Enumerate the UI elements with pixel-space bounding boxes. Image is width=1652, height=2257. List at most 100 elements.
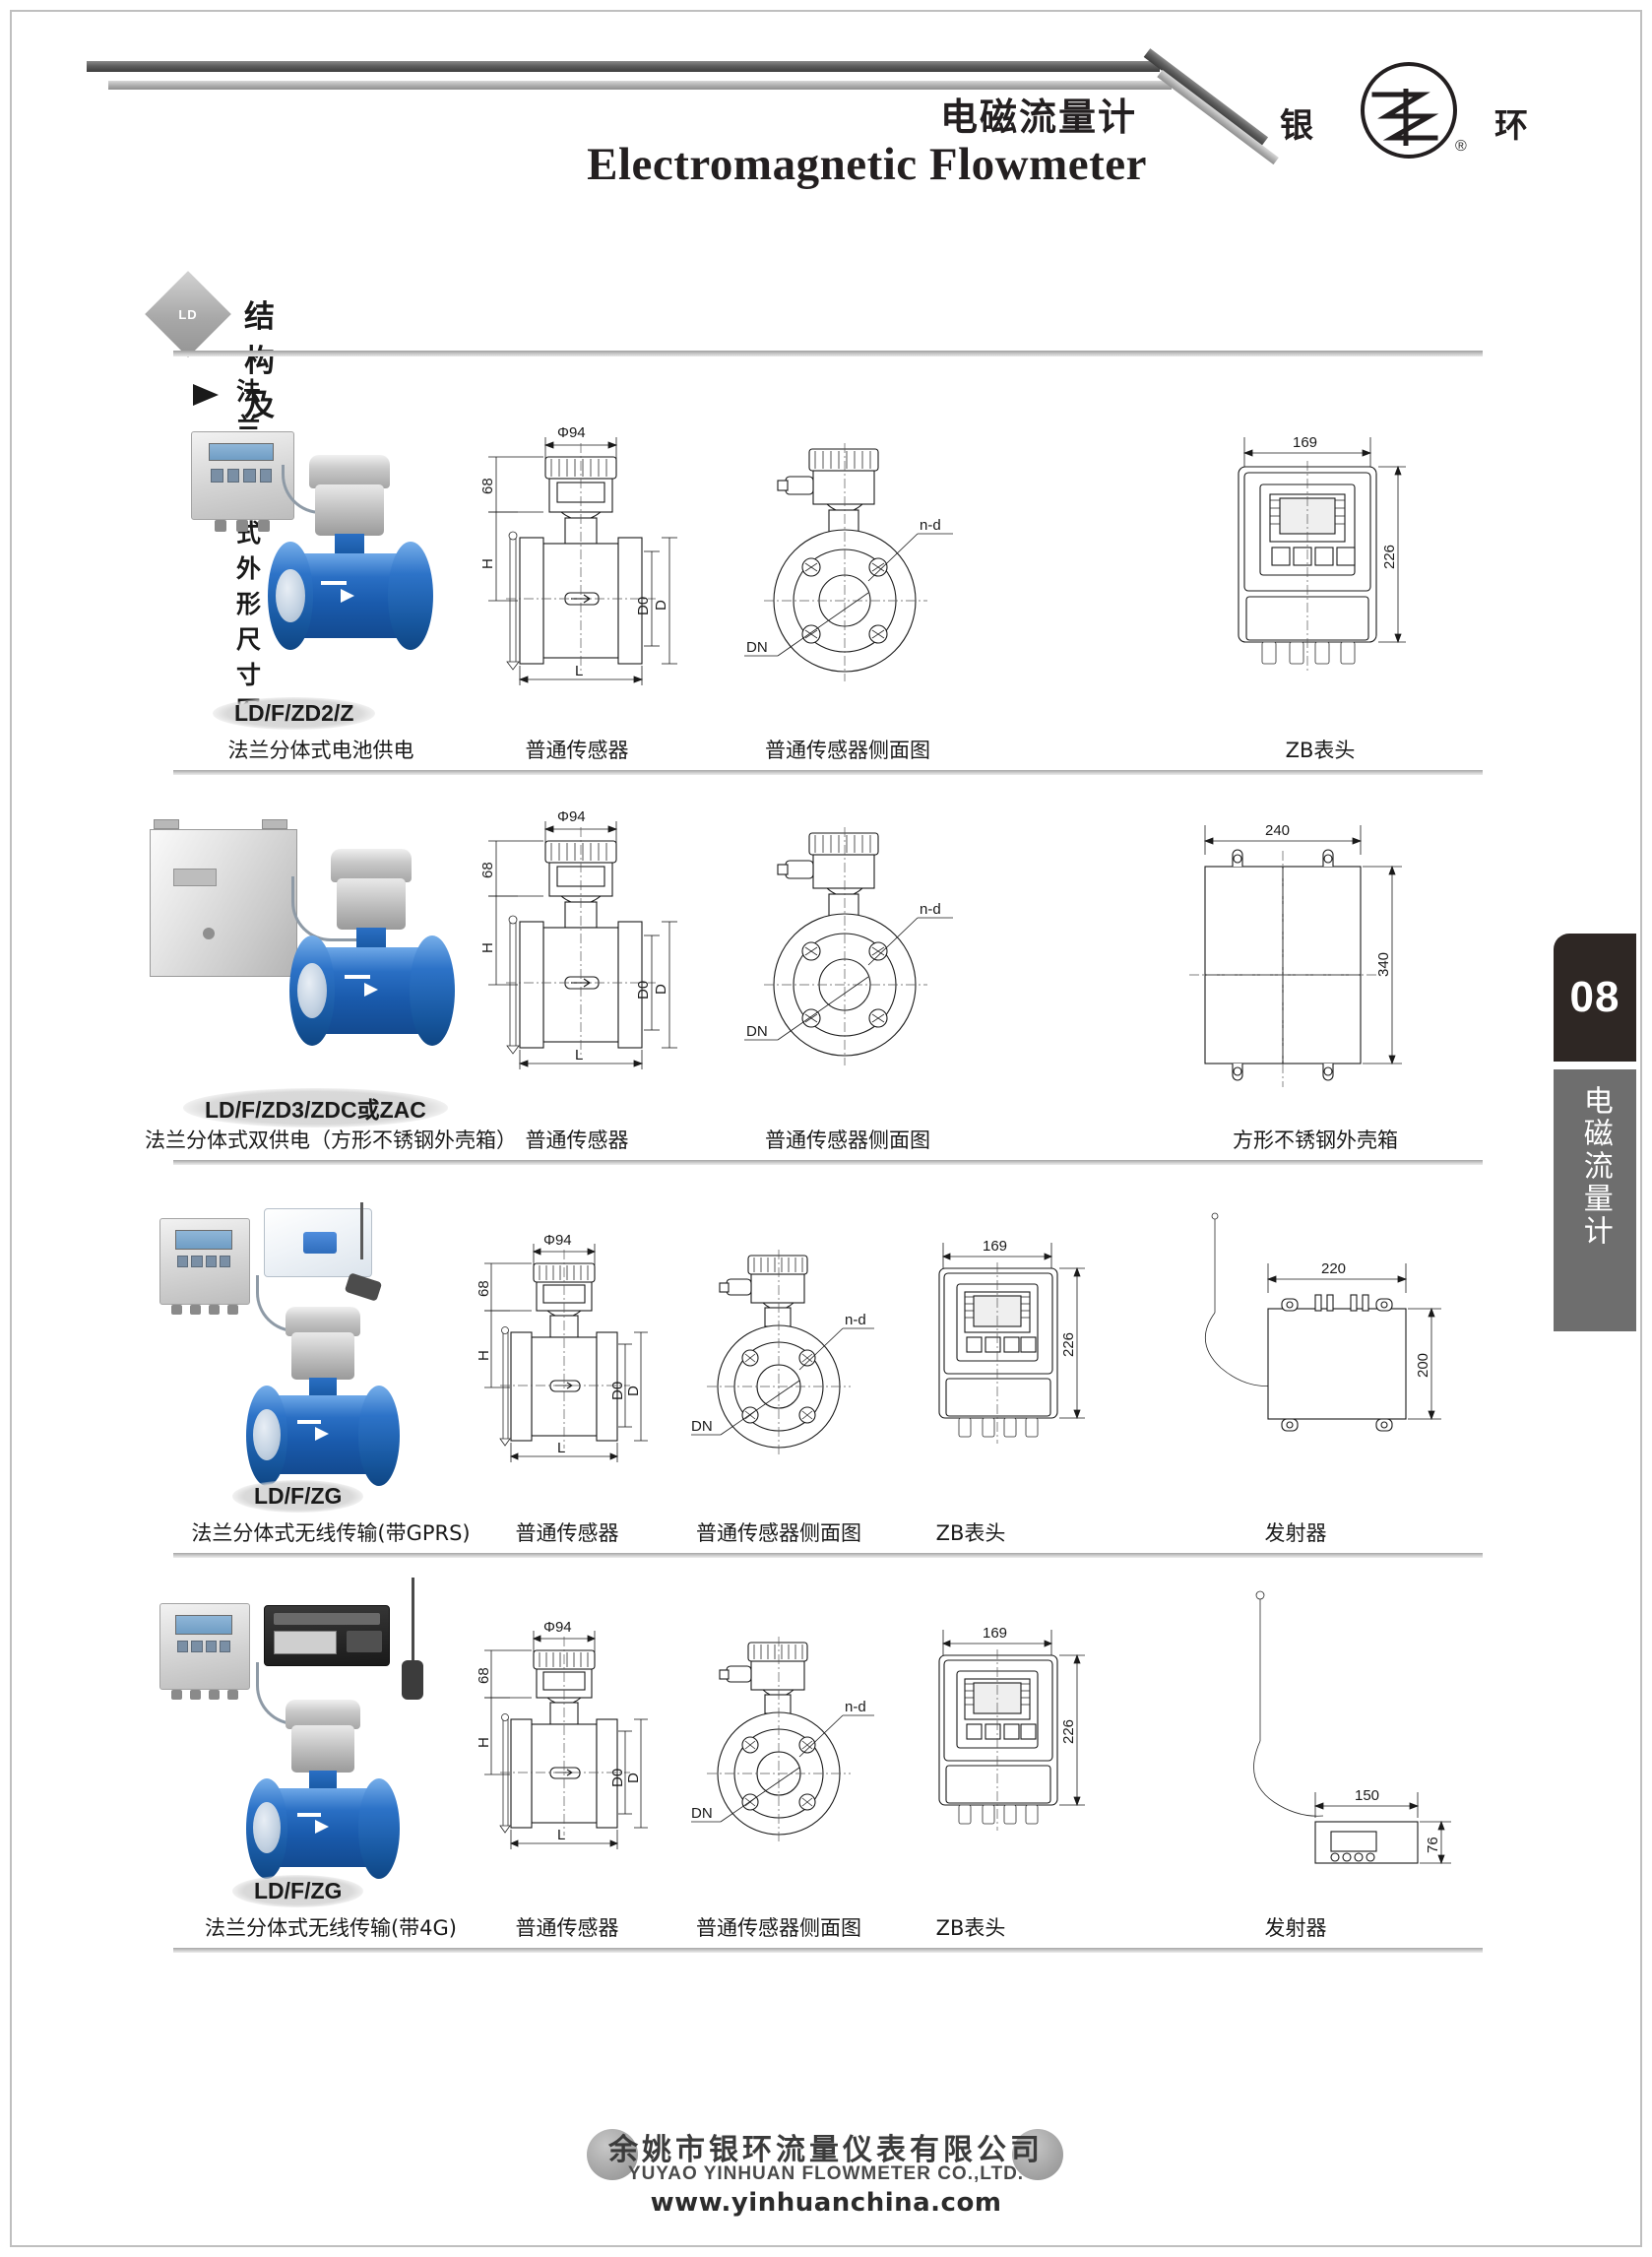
row2-caption-box: 方形不锈钢外壳箱 (1233, 1128, 1398, 1152)
dim-head-width-4: 169 (983, 1625, 1007, 1642)
antenna-base-4 (402, 1660, 423, 1700)
zb-head-drawing-3: 169 (902, 1231, 1113, 1472)
product-row-1: Φ94 68 H (173, 423, 1483, 778)
stainless-box-drawing: 240 (1168, 807, 1453, 1103)
flange-bore-left (276, 569, 305, 622)
row1-caption-side: 普通传感器侧面图 (765, 739, 930, 762)
sensor-side-drawing-4: n-d DN (675, 1613, 892, 1869)
product-row-3: Φ94 68 H (159, 1196, 1483, 1558)
flow-arrow-shaft (321, 581, 347, 585)
flow-arrow-shaft-4 (297, 1813, 321, 1817)
dim-side-DN-2: DN (746, 1023, 768, 1040)
enclosure-display (209, 443, 274, 461)
antenna-rod-4 (412, 1578, 414, 1662)
fourg-transmitter-panel (347, 1631, 382, 1652)
dim-sensor-L-2: L (575, 1047, 583, 1064)
dim-sensor-D-2: D (653, 984, 669, 995)
controller-buttons-4 (177, 1641, 230, 1652)
header-rule-dark (87, 61, 1160, 72)
row2-caption-side: 普通传感器侧面图 (765, 1128, 930, 1152)
fourg-transmitter-label (274, 1613, 380, 1625)
sensor-front-drawing-3: Φ94 68 H (459, 1226, 666, 1482)
fourg-transmitter-drawing: 150 76 (1177, 1583, 1463, 1869)
row2-model-label: LD/F/ZD3/ZDC或ZAC (183, 1088, 448, 1128)
controller-glands-4 (165, 1690, 244, 1700)
sensor-side-drawing-2: n-d DN (725, 798, 971, 1083)
dim-side-DN-4: DN (691, 1805, 713, 1822)
brand-logo: 银 ® 环 (1280, 47, 1575, 165)
dim-sensor-H-3: H (476, 1350, 492, 1361)
dim-head-height-3: 226 (1060, 1332, 1077, 1357)
flow-arrow-shaft-3 (297, 1420, 321, 1424)
footer-ornament-left (587, 2129, 638, 2180)
sensor-front-drawing-1: Φ94 68 H (459, 414, 695, 699)
flange-right-3 (358, 1386, 400, 1486)
row4-caption-head: ZB表头 (935, 1916, 1006, 1940)
dim-side-nd-2: n-d (920, 901, 941, 918)
side-category-tab: 电磁流量计 (1554, 1069, 1636, 1331)
flow-direction-arrow (341, 589, 354, 603)
dim-head-height-4: 226 (1060, 1719, 1077, 1744)
converter-head-top-3 (286, 1307, 360, 1336)
fourg-transmitter-display (274, 1631, 337, 1654)
flange-right (388, 542, 433, 650)
controller-glands-3 (165, 1305, 244, 1315)
converter-head-body-4 (291, 1725, 354, 1773)
page-number-tab: 08 (1554, 934, 1636, 1062)
row2-caption-sensor: 普通传感器 (525, 1128, 629, 1152)
converter-head-body-2 (337, 878, 406, 930)
dim-sensor-D: D (653, 600, 669, 611)
header-title-cn: 电磁流量计 (939, 96, 1137, 139)
gprs-transmitter-badge (303, 1232, 337, 1254)
dim-side-nd-3: n-d (845, 1312, 866, 1328)
dim-side-DN-3: DN (691, 1418, 713, 1435)
dim-side-nd-4: n-d (845, 1699, 866, 1715)
dim-sensor-D-4: D (625, 1773, 642, 1783)
converter-head-top-2 (331, 849, 412, 882)
product-photo-1 (173, 423, 439, 689)
dim-sensor-D0-3: D0 (609, 1382, 626, 1400)
row4-caption-side: 普通传感器侧面图 (696, 1916, 861, 1940)
row1-divider (173, 770, 1483, 775)
footer-website[interactable]: www.yinhuanchina.com (650, 2188, 1002, 2218)
footer-company-cn: 余姚市银环流量仪表有限公司 (608, 2133, 1044, 2167)
row3-caption-transmitter: 发射器 (1264, 1521, 1327, 1545)
dim-box-width: 240 (1265, 822, 1290, 839)
stainless-box (150, 829, 297, 977)
controller-display-4 (175, 1615, 232, 1635)
converter-head-top-4 (286, 1700, 360, 1729)
dim-transmitter-width-4: 150 (1355, 1787, 1379, 1804)
ld-badge-label: LD (178, 306, 198, 322)
product-photo-2 (144, 807, 455, 1083)
dim-sensor-H: H (479, 558, 496, 569)
row4-caption-transmitter: 发射器 (1264, 1916, 1327, 1940)
footer-ornament-right (1012, 2129, 1063, 2180)
row3-model-label: LD/F/ZG (232, 1480, 364, 1513)
signal-cable-4 (256, 1662, 313, 1725)
converter-head-top (309, 455, 390, 488)
row1-model-label: LD/F/ZD2/Z (213, 697, 376, 730)
gprs-transmitter-drawing: 220 (1158, 1206, 1453, 1472)
row3-caption-head: ZB表头 (935, 1521, 1006, 1545)
row1-caption-head: ZB表头 (1285, 739, 1356, 762)
sensor-side-drawing-3: n-d DN (675, 1226, 892, 1482)
stainless-box-plate (173, 869, 217, 886)
dim-sensor-D0: D0 (635, 597, 652, 615)
page-number-text: 08 (1569, 973, 1620, 1021)
registered-mark: ® (1455, 138, 1467, 155)
converter-head-body (315, 484, 384, 536)
sensor-side-drawing-1: n-d DN (725, 414, 971, 699)
dim-sensor-D-3: D (625, 1386, 642, 1396)
dim-side-nd: n-d (920, 517, 941, 534)
zb-head-drawing-4: 169 (902, 1618, 1113, 1859)
flow-direction-arrow-4 (315, 1820, 329, 1834)
row3-product-caption: 法兰分体式无线传输(带GPRS) (191, 1521, 471, 1545)
page-header: 电磁流量计 Electromagnetic Flowmeter 银 ® 环 (0, 0, 1652, 246)
flow-direction-arrow-3 (315, 1427, 329, 1441)
dim-transmitter-height-3: 200 (1415, 1353, 1431, 1378)
controller-display-3 (175, 1230, 232, 1250)
dim-transmitter-height-4: 76 (1425, 1837, 1441, 1853)
row3-caption-side: 普通传感器侧面图 (696, 1521, 861, 1545)
row4-model-label: LD/F/ZG (232, 1875, 364, 1907)
